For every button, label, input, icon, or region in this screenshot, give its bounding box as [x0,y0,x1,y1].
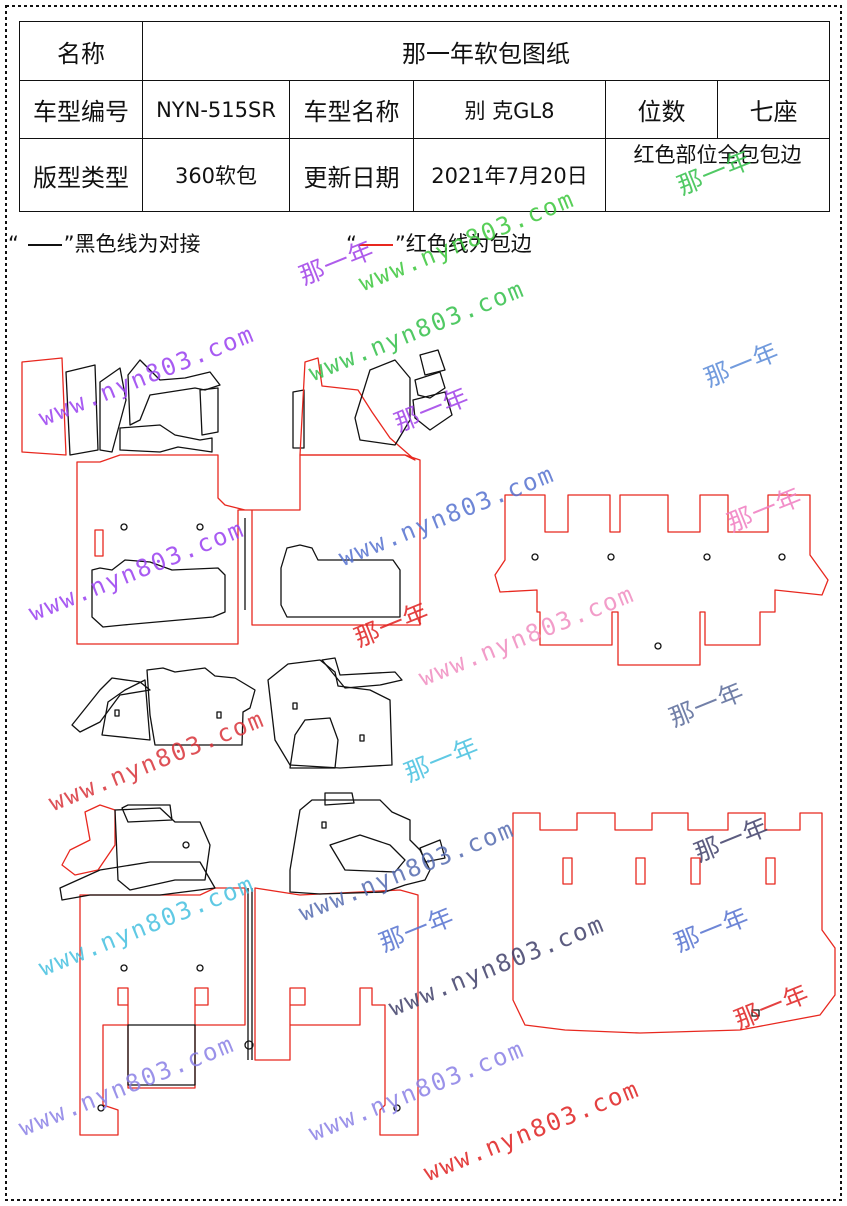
legend-black-text: ”黑色线为对接 [63,232,201,256]
front-mat-right-panel [280,544,401,618]
spec-table: 名称 那一年软包图纸 车型编号 NYN-515SR 车型名称 别 克GL8 位数… [19,21,831,212]
row-name: 名称 那一年软包图纸 [19,21,831,81]
model-code-label: 车型编号 [19,80,143,139]
date-label: 更新日期 [289,138,414,212]
legend-red-prefix: “ [346,232,357,256]
name-value: 那一年软包图纸 [141,21,831,81]
trunk-mat [512,812,836,1034]
third-row-floor [79,887,419,1136]
name-label: 名称 [19,21,143,81]
front-side-pieces [21,349,453,461]
front-mat-hole [120,523,128,531]
pattern-value: 360软包 [142,138,290,212]
second-row-mat [494,494,829,666]
note-cell: 红色部位全包包边 [604,138,831,212]
seats-value: 七座 [716,80,831,139]
front-mat-hole [196,523,204,531]
front-mat-left-panel [91,559,226,628]
front-mat-slot [94,529,104,557]
legend-red-text: ”红色线为包边 [394,232,532,256]
legend-black-prefix: “ [8,232,19,256]
pattern-label: 版型类型 [19,138,143,212]
legend-black-line [27,244,62,246]
legend-red-line [358,244,393,246]
legend-red: “ ”红色线为包边 [346,228,532,258]
third-row-side-pieces [59,792,446,901]
row-pattern: 版型类型 360软包 更新日期 2021年7月20日 红色部位全包包边 [19,138,831,212]
middle-side-pieces [71,657,403,769]
legend-black: “ ”黑色线为对接 [8,228,200,258]
date-value: 2021年7月20日 [413,138,606,212]
model-name-value: 别 克GL8 [413,80,606,139]
